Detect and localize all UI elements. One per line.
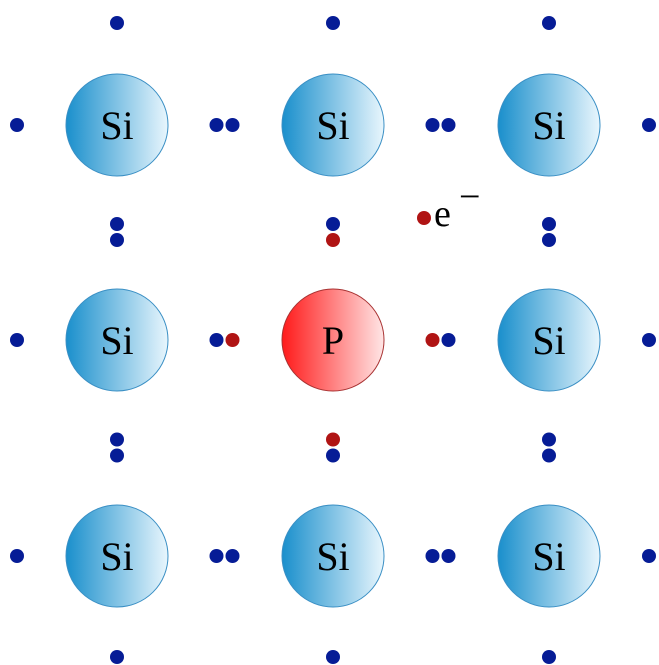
atom-label: Si [532, 103, 565, 148]
silicon-atom: Si [65, 73, 169, 177]
atom-label: Si [532, 534, 565, 579]
atom-label: Si [316, 103, 349, 148]
silicon-atom: Si [281, 504, 385, 608]
bond-electron [209, 118, 224, 132]
atom-nucleus [281, 73, 385, 177]
atom-label: Si [100, 103, 133, 148]
silicon-atom: Si [65, 504, 169, 608]
edge-electron [326, 650, 340, 664]
edge-electron [642, 118, 656, 132]
bond-electron [542, 448, 556, 463]
silicon-atom: Si [497, 504, 601, 608]
bond-electron [326, 233, 340, 247]
edge-electron [10, 333, 24, 347]
edge-electron [642, 549, 656, 563]
electron-layer [10, 16, 656, 664]
atom-nucleus [497, 288, 601, 392]
edge-electron [642, 333, 656, 347]
silicon-atom: Si [281, 73, 385, 177]
edge-electron [326, 16, 340, 30]
edge-electron [542, 650, 556, 664]
bond-electron [542, 233, 556, 247]
atom-label: Si [100, 318, 133, 363]
atom-nucleus [497, 73, 601, 177]
bond-electron [326, 448, 340, 463]
bond-electron [209, 549, 224, 563]
atom-nucleus [65, 288, 169, 392]
atom-nucleus [65, 73, 169, 177]
edge-electron [10, 118, 24, 132]
bond-electron [110, 217, 124, 231]
bond-electron [110, 448, 124, 463]
bond-electron [110, 432, 124, 447]
edge-electron [110, 650, 124, 664]
free-electron-label: e [434, 193, 451, 235]
atom-label: Si [100, 534, 133, 579]
edge-electron [542, 16, 556, 30]
bond-electron [225, 118, 240, 132]
bond-electron [441, 549, 456, 563]
free-electron-charge: − [459, 176, 480, 218]
phosphorus-atom: P [281, 288, 385, 392]
atom-nucleus [65, 504, 169, 608]
bond-electron [225, 549, 240, 563]
bond-electron [542, 217, 556, 231]
edge-electron [110, 16, 124, 30]
bond-electron [542, 432, 556, 447]
bond-electron [441, 118, 456, 132]
atom-nucleus [497, 504, 601, 608]
atom-label: Si [532, 318, 565, 363]
bond-electron [209, 333, 224, 347]
bond-electron [110, 233, 124, 247]
silicon-atom: Si [65, 288, 169, 392]
bond-electron [425, 549, 440, 563]
free-electron: e − [417, 176, 480, 235]
bond-electron [441, 333, 456, 347]
edge-electron [10, 549, 24, 563]
bond-electron [425, 118, 440, 132]
bond-electron [225, 333, 240, 347]
free-electron-dot [417, 211, 431, 225]
atom-nucleus [281, 288, 385, 392]
silicon-atom: Si [497, 288, 601, 392]
bond-electron [425, 333, 440, 347]
bond-electron [326, 217, 340, 231]
atom-nucleus [281, 504, 385, 608]
silicon-atom: Si [497, 73, 601, 177]
atom-label: Si [316, 534, 349, 579]
bond-electron [326, 432, 340, 447]
atom-label: P [322, 318, 344, 363]
